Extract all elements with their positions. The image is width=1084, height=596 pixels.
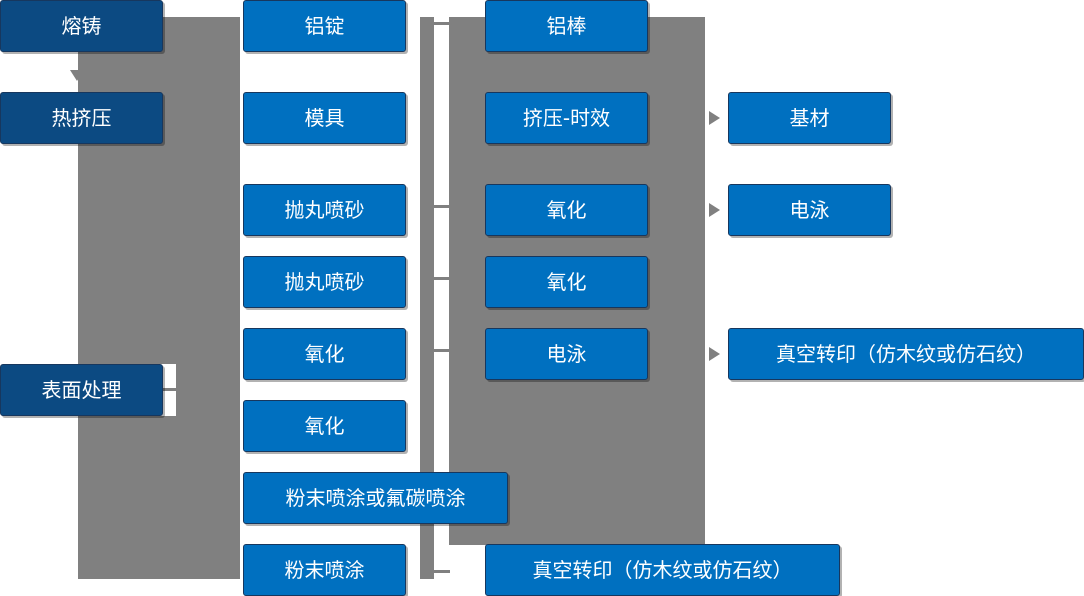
node-label: 氧化 bbox=[546, 198, 587, 222]
stage-arrow-icon bbox=[229, 19, 240, 33]
node-label: 基材 bbox=[789, 106, 830, 130]
output-arrow-icon bbox=[709, 347, 720, 361]
node-label: 粉末喷涂 bbox=[284, 558, 365, 582]
stage-arrow-icon bbox=[229, 419, 240, 433]
node-label: 铝锭 bbox=[304, 14, 345, 38]
stage-down-arrow-icon bbox=[70, 70, 84, 81]
rail-tie bbox=[434, 570, 450, 573]
node-label: 氧化 bbox=[304, 414, 345, 438]
stage-arrow-icon bbox=[229, 347, 240, 361]
node-electrophoresis-output[interactable]: 电泳 bbox=[728, 184, 891, 236]
node-label: 电泳 bbox=[546, 342, 587, 366]
node-surface-treatment[interactable]: 表面处理 bbox=[0, 364, 163, 416]
stage-arrow-icon bbox=[229, 491, 240, 505]
rail-tie bbox=[434, 349, 450, 352]
rail-tie bbox=[434, 277, 450, 280]
node-base-material[interactable]: 基材 bbox=[728, 92, 891, 144]
surface-treatment-tie bbox=[163, 388, 179, 391]
left-connector-notch-fill bbox=[78, 416, 240, 579]
node-label: 抛丸喷砂 bbox=[284, 198, 365, 222]
node-electrophoresis-col3[interactable]: 电泳 bbox=[485, 328, 648, 380]
stage-arrow-icon bbox=[229, 111, 240, 125]
node-label: 粉末喷涂或氟碳喷涂 bbox=[285, 486, 466, 510]
node-label: 抛丸喷砂 bbox=[284, 270, 365, 294]
node-label: 表面处理 bbox=[41, 378, 122, 402]
stage-arrow-icon bbox=[229, 275, 240, 289]
node-powder-or-fluorocarbon-coating[interactable]: 粉末喷涂或氟碳喷涂 bbox=[243, 472, 508, 524]
node-powder-coating[interactable]: 粉末喷涂 bbox=[243, 544, 406, 596]
node-extrusion-aging[interactable]: 挤压-时效 bbox=[485, 92, 648, 144]
node-label: 热挤压 bbox=[51, 106, 112, 130]
node-label: 熔铸 bbox=[61, 14, 102, 38]
node-label: 真空转印（仿木纹或仿石纹） bbox=[532, 558, 793, 582]
rail-tie bbox=[434, 22, 450, 25]
node-oxidation-col2-1[interactable]: 氧化 bbox=[243, 328, 406, 380]
node-aluminum-bar[interactable]: 铝棒 bbox=[485, 0, 648, 52]
node-shot-blasting-2[interactable]: 抛丸喷砂 bbox=[243, 256, 406, 308]
node-hot-extrusion[interactable]: 热挤压 bbox=[0, 92, 163, 144]
left-connector-narrow-stem bbox=[176, 364, 240, 416]
left-connector-bank bbox=[78, 17, 240, 364]
stage-arrow-icon bbox=[229, 203, 240, 217]
node-mold[interactable]: 模具 bbox=[243, 92, 406, 144]
node-label: 铝棒 bbox=[546, 14, 587, 38]
node-label: 氧化 bbox=[304, 342, 345, 366]
node-oxidation-col2-2[interactable]: 氧化 bbox=[243, 400, 406, 452]
node-melting-casting[interactable]: 熔铸 bbox=[0, 0, 163, 52]
node-oxidation-col3-1[interactable]: 氧化 bbox=[485, 184, 648, 236]
node-aluminum-ingot[interactable]: 铝锭 bbox=[243, 0, 406, 52]
mid-rail bbox=[420, 17, 434, 579]
node-label: 真空转印（仿木纹或仿石纹） bbox=[776, 342, 1036, 366]
output-arrow-icon bbox=[709, 203, 720, 217]
node-label: 模具 bbox=[304, 106, 345, 130]
node-oxidation-col3-2[interactable]: 氧化 bbox=[485, 256, 648, 308]
stage-arrow-icon bbox=[229, 563, 240, 577]
node-vacuum-transfer-printing-output[interactable]: 真空转印（仿木纹或仿石纹） bbox=[728, 328, 1084, 380]
node-label: 电泳 bbox=[789, 198, 830, 222]
rail-tie bbox=[434, 205, 450, 208]
node-vacuum-transfer-printing-col3[interactable]: 真空转印（仿木纹或仿石纹） bbox=[485, 544, 840, 596]
output-arrow-icon bbox=[709, 111, 720, 125]
node-label: 氧化 bbox=[546, 270, 587, 294]
node-shot-blasting-1[interactable]: 抛丸喷砂 bbox=[243, 184, 406, 236]
node-label: 挤压-时效 bbox=[522, 106, 611, 130]
